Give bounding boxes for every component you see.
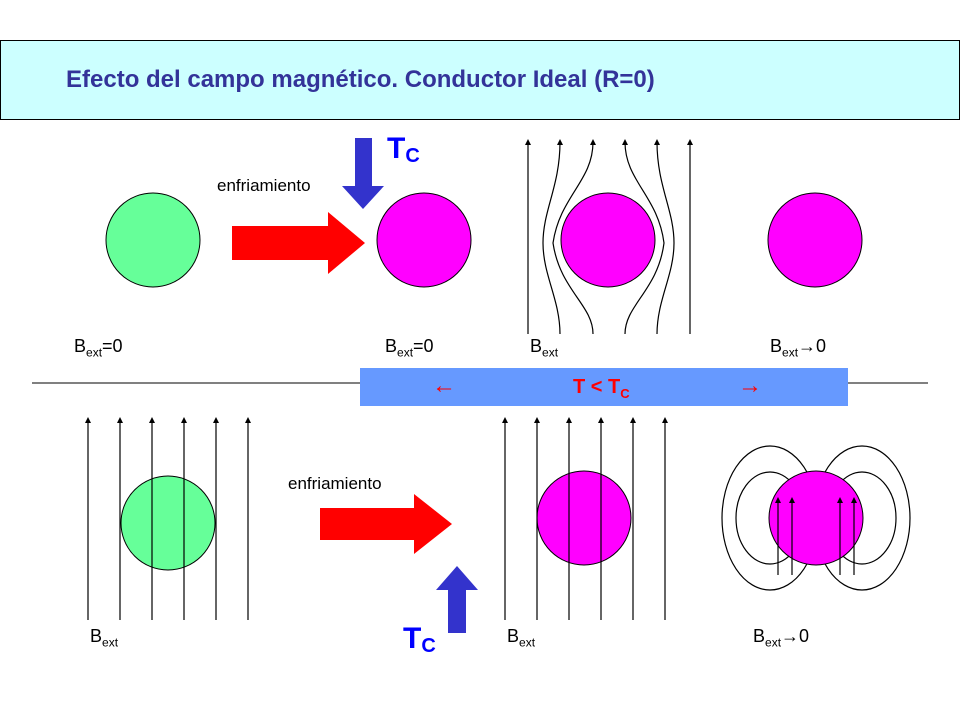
- tc-label-top: TC: [387, 132, 420, 167]
- sphere-cooled-bottom: [536, 470, 632, 566]
- trapped-flux-arrows: [775, 497, 857, 575]
- tc-arrow-up: [436, 566, 478, 633]
- page-title: Efecto del campo magnético. Conductor Id…: [66, 66, 655, 93]
- sphere-trapped-bottom: [768, 470, 864, 566]
- field-lines-expelled: [525, 139, 693, 335]
- cooling-label-top: enfriamiento: [217, 176, 311, 195]
- cooling-label-bottom: enfriamiento: [288, 474, 382, 493]
- sphere-field-top: [560, 192, 656, 288]
- bext-label-bottom-1: Bext: [90, 626, 119, 650]
- cooling-arrow-bottom: [320, 494, 452, 554]
- band-label: T < TC: [573, 376, 630, 401]
- tc-label-bottom: TC: [403, 622, 436, 657]
- field-lines-uniform-left: [85, 417, 251, 620]
- temperature-band: [360, 368, 848, 406]
- bext-label-bottom-2: Bext: [507, 626, 536, 650]
- sphere-normal-top: [105, 192, 201, 288]
- cooling-arrow-top: [232, 212, 365, 274]
- sphere-normal-bottom: [120, 475, 216, 571]
- title-banner: [0, 40, 960, 120]
- bext-label-bottom-3: Bext→0: [753, 626, 810, 650]
- tc-arrow-down: [342, 138, 384, 209]
- sphere-removed-top: [767, 192, 863, 288]
- bext-label-top-2: Bext=0: [385, 336, 434, 360]
- field-lines-uniform-right: [502, 417, 668, 620]
- bext-label-top-4: Bext→0: [770, 336, 827, 360]
- band-right-arrow: →: [738, 372, 762, 399]
- sphere-cooled-top: [376, 192, 472, 288]
- band-left-arrow: ←: [432, 372, 456, 399]
- bext-label-top-3: Bext: [530, 336, 559, 360]
- bext-label-top-1: Bext=0: [74, 336, 123, 360]
